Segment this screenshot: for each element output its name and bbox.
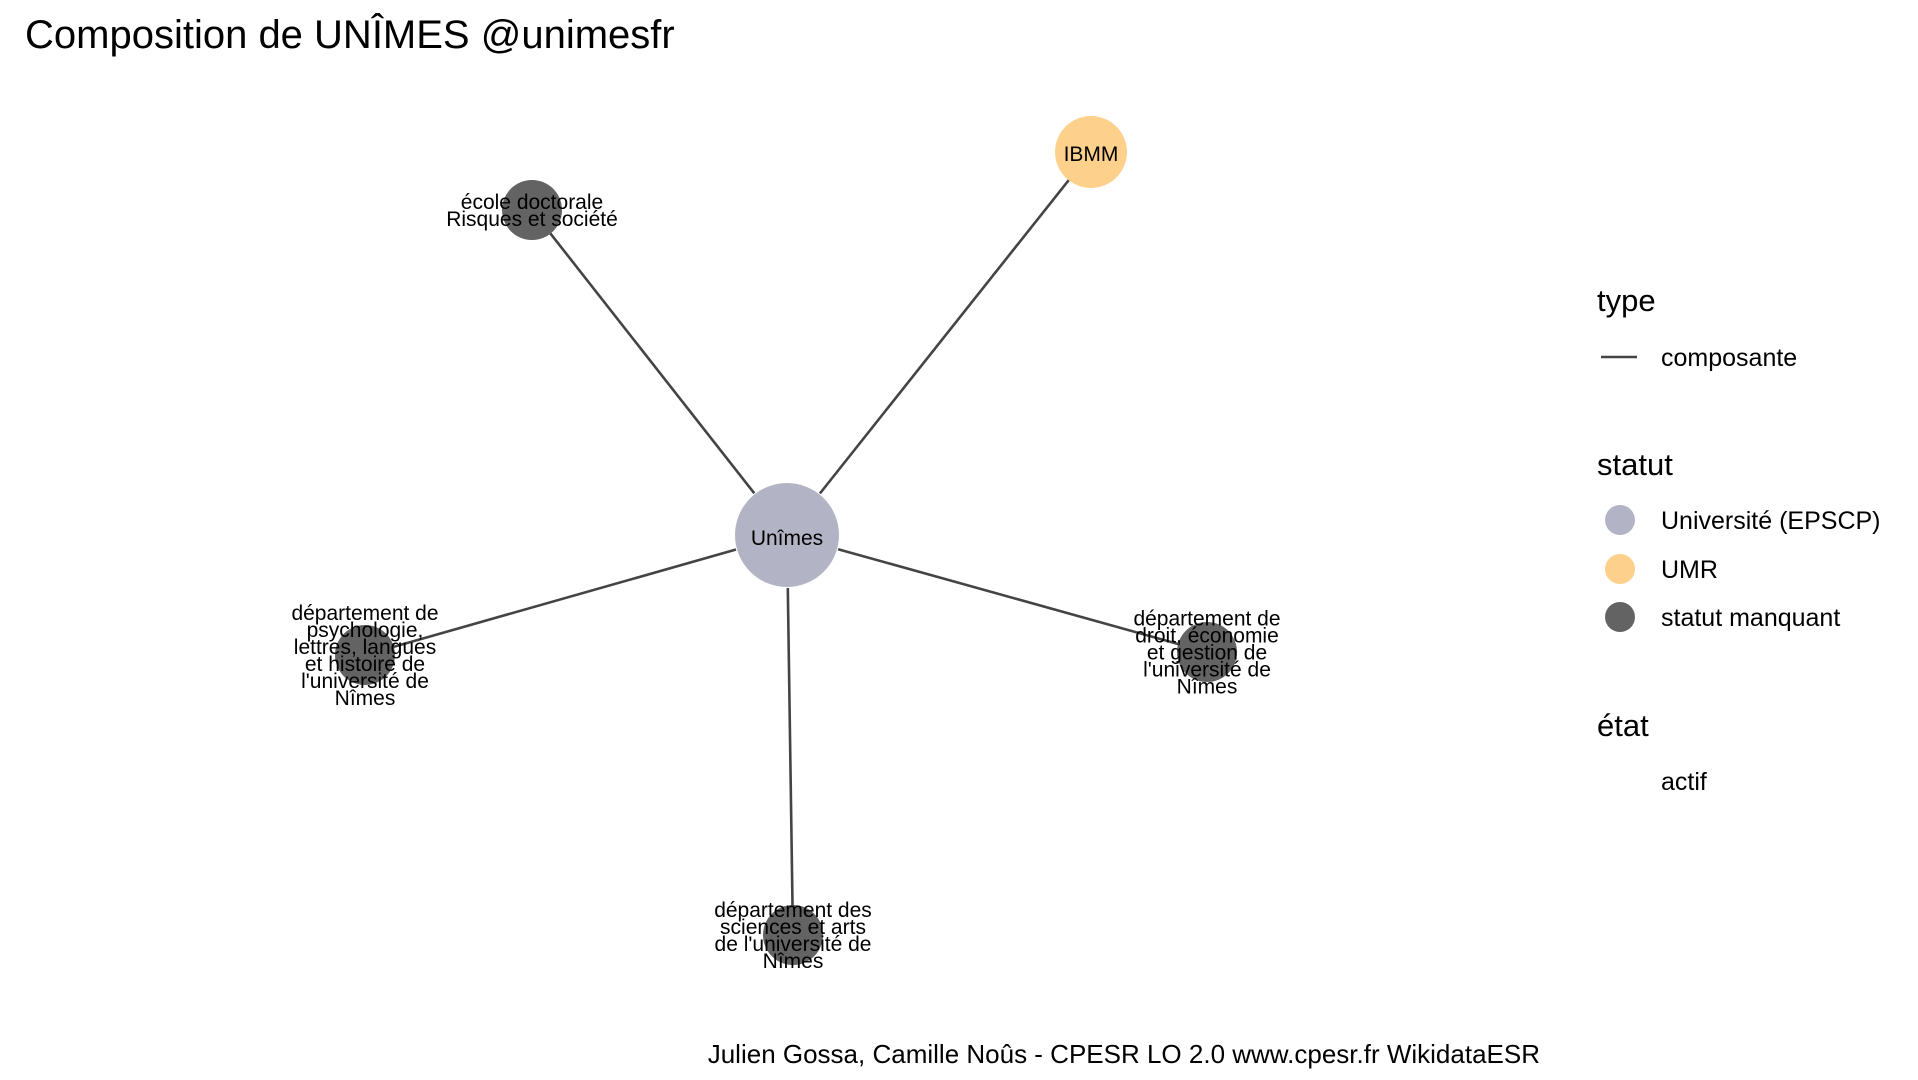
node-dept-sciences [763,905,823,965]
legend-statut-key-umr [1605,554,1635,584]
node-label-line: Nîmes [763,950,824,973]
legend-statut-key-manquant [1605,602,1635,632]
edge-unimes-ibmm [818,161,1085,495]
node-unimes [735,483,839,587]
node-label-line: l'université de [1143,658,1271,681]
edge-unimes-dept-droit [837,547,1198,651]
legend-statut-title: statut [1597,447,1673,482]
edges-layer [374,161,1198,925]
legend-etat-item-actif: actif [1661,768,1707,796]
legend-etat-title: état [1597,708,1649,743]
node-label-line: école doctorale [461,191,603,214]
node-label-line: Nîmes [335,687,396,710]
chart-caption: Julien Gossa, Camille Noûs - CPESR LO 2.… [708,1039,1540,1069]
legend-type-item-composante: composante [1661,344,1797,372]
node-label-line: droit, économie [1135,624,1279,647]
node-label-line: de l'université de [715,933,872,956]
legend-statut-item-manquant: statut manquant [1661,604,1840,632]
node-label-unimes: Unîmes [751,527,823,550]
edge-unimes-ecole-doctorale [537,217,756,495]
legend-statut-key-universite [1605,505,1635,535]
node-label-line: département de [1133,607,1280,630]
node-label-line: et histoire de [305,653,425,676]
node-ibmm [1055,116,1127,188]
node-label-line: sciences et arts [720,916,866,939]
legend-statut-item-umr: UMR [1661,556,1718,584]
node-label-line: IBMM [1064,143,1119,166]
nodes-layer [335,116,1237,965]
edge-unimes-dept-sciences [786,587,795,925]
legend-statut-item-universite: Université (EPSCP) [1661,507,1881,535]
node-dept-psychologie [335,625,395,685]
node-label-line: l'université de [301,670,429,693]
edge-unimes-dept-psychologie [374,548,737,654]
node-label-ibmm: IBMM [1064,143,1119,166]
legend: type composante statut Université (EPSCP… [1597,283,1881,796]
node-label-line: Unîmes [751,527,823,550]
node-label-line: et gestion de [1147,641,1267,664]
node-label-line: Nîmes [1177,675,1238,698]
node-label-line: département de [291,602,438,625]
node-label-line: Risques et société [446,208,618,231]
node-label-line: lettres, langues [294,636,436,659]
legend-type-title: type [1597,283,1656,318]
node-label-line: psychologie, [307,619,424,642]
node-ecole-doctorale [502,180,562,240]
node-dept-droit [1177,622,1237,682]
chart-title: Composition de UNÎMES @unimesfr [25,12,675,57]
node-label-line: département des [714,899,872,922]
